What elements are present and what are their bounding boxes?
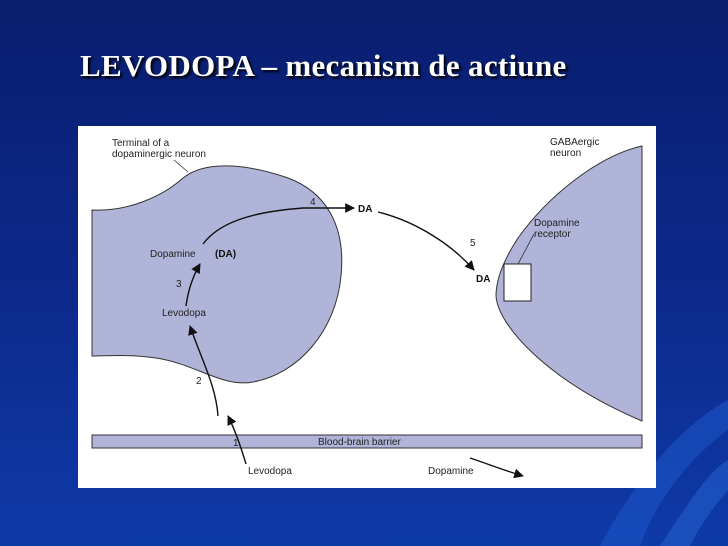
da-synapse-label: DA [358,204,372,215]
terminal-label-line2: dopaminergic neuron [112,149,206,160]
levodopa-inside-label: Levodopa [162,308,206,319]
dopamine-abbrev: (DA) [215,249,236,260]
arrow-step-5 [378,212,474,270]
step-3-label: 3 [176,279,182,290]
step-4-label: 4 [310,197,316,208]
arrow-dopamine-blocked [470,458,523,476]
step-2-label: 2 [196,376,202,387]
gaba-label-line1: GABAergic [550,137,599,148]
receptor-label-line2: receptor [534,229,571,240]
blood-brain-barrier-label: Blood-brain barrier [318,437,401,448]
levodopa-bottom-label: Levodopa [248,466,292,477]
terminal-label-line1: Terminal of a [112,138,170,149]
slide-title: LEVODOPA – mecanism de actiune [80,48,567,84]
step-5-label: 5 [470,238,476,249]
mechanism-diagram: Terminal of a dopaminergic neuron GABAer… [78,126,656,488]
dopamine-label: Dopamine [150,249,196,260]
receptor-label-line1: Dopamine [534,218,580,229]
terminal-leader-line [174,160,188,172]
dopamine-bottom-label: Dopamine [428,466,474,477]
dopamine-receptor [504,264,531,301]
gaba-label-line2: neuron [550,148,581,159]
da-receptor-label: DA [476,274,490,285]
dopaminergic-terminal [92,166,342,383]
